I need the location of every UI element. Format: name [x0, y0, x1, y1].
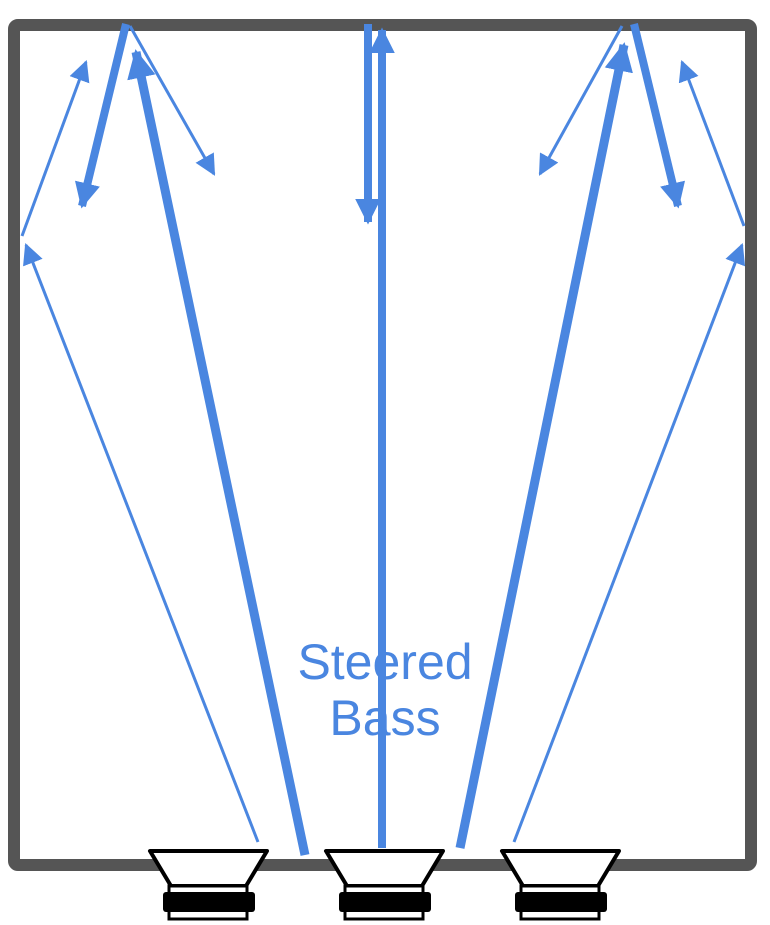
- arrow-icon: [23, 243, 260, 843]
- sound-rays: [20, 23, 746, 856]
- arrow-icon: [20, 60, 90, 237]
- arrow-icon: [455, 42, 633, 849]
- speaker-icon: [324, 849, 445, 921]
- arrow-icon: [74, 23, 130, 209]
- label-line-2: Bass: [329, 690, 441, 746]
- arrow-icon: [127, 49, 310, 856]
- speaker-icon: [500, 849, 621, 921]
- arrow-icon: [538, 25, 624, 176]
- arrow-icon: [678, 60, 746, 227]
- arrow-icon: [630, 23, 686, 209]
- arrow-icon: [128, 25, 216, 176]
- arrow-icon: [512, 243, 746, 843]
- speaker-icon: [148, 849, 269, 921]
- label-line-1: Steered: [297, 634, 473, 690]
- diagram-label: Steered Bass: [270, 634, 500, 746]
